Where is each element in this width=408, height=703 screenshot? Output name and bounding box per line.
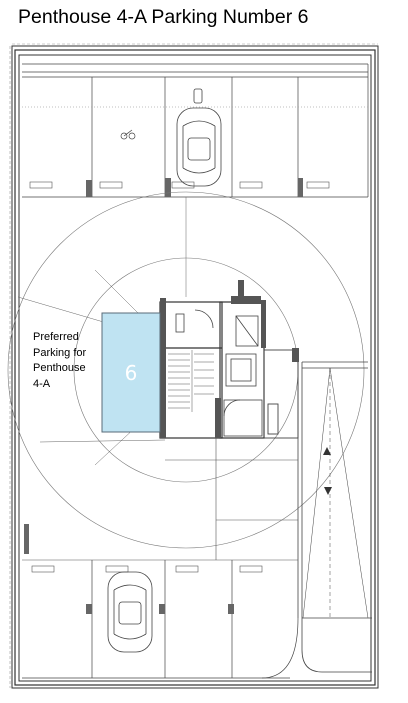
car-top [176, 88, 222, 187]
parking-note: Preferred Parking for Penthouse 4-A [33, 330, 86, 392]
ramp [297, 361, 372, 673]
bottom-bay-tags [31, 565, 263, 573]
offset-lines [9, 43, 378, 688]
bottom-parking-row [22, 560, 299, 679]
top-bay-pillars [86, 178, 303, 197]
stairs [168, 350, 214, 412]
bottom-bay-pillars [24, 524, 234, 614]
parking-spot-number: 6 [125, 361, 138, 385]
utility-pillars [261, 300, 299, 362]
lift-and-rooms [175, 309, 263, 437]
utility-block [263, 349, 299, 439]
car-bottom [107, 571, 153, 653]
note-line-4: 4-A [33, 377, 51, 390]
aisle-lines [22, 438, 298, 561]
top-bay-tags [29, 181, 330, 189]
note-line-1: Preferred [33, 331, 79, 343]
core-pillars [160, 280, 261, 438]
page-title: Penthouse 4-A Parking Number 6 [18, 6, 309, 28]
top-parking-row [22, 63, 369, 198]
parking-spot-6 [101, 312, 161, 433]
note-line-2: Parking for [33, 346, 87, 359]
bike-icon [120, 129, 136, 140]
outer-walls [11, 45, 379, 689]
ramp-arrows [323, 447, 332, 495]
note-line-3: Penthouse [33, 362, 86, 374]
